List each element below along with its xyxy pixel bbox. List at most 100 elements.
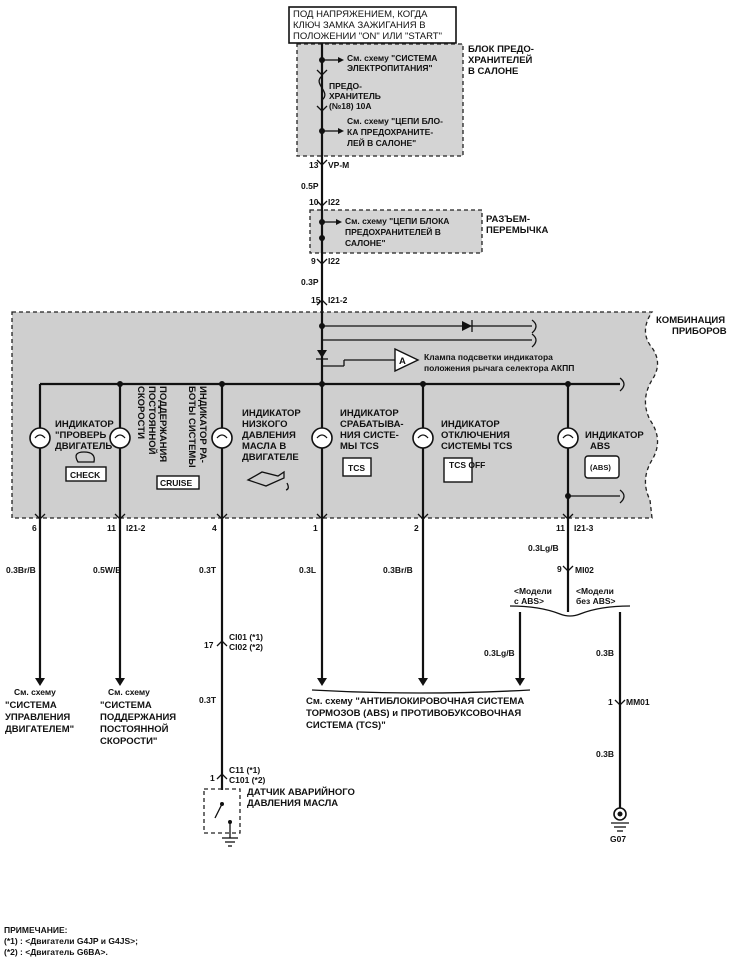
cruise-label-4: ИНДИКАТОР РА- — [197, 386, 208, 463]
ref-cruise-4: ПОСТОЯННОЙ — [100, 723, 169, 735]
cruise-badge: CRUISE — [160, 478, 192, 488]
out-wire-5: 0.3Br/B — [383, 565, 413, 575]
out-pin-2: 11 — [107, 523, 116, 533]
wire-03p-label: 0.3P — [301, 277, 319, 287]
check-badge: CHECK — [70, 470, 101, 480]
sensor-conn1-2: CI02 (*2) — [229, 642, 263, 652]
ref-engine-2: "СИСТЕМА — [5, 700, 57, 711]
tcs-badge-box — [342, 457, 372, 477]
sensor-conn2-pin: 1 — [210, 773, 215, 783]
cluster-label-1: КОМБИНАЦИЯ — [656, 315, 725, 326]
out-wire-1: 0.3Br/B — [6, 565, 36, 575]
fuse-line-2: ХРАНИТЕЛЬ — [329, 91, 381, 101]
lamp-icon — [311, 427, 333, 449]
a-badge-icon — [394, 347, 420, 373]
instrument-cluster: КОМБИНАЦИЯ ПРИБОРОВ A Клампа подсветки и… — [11, 311, 727, 519]
abs-wire-with: 0.3Lg/B — [484, 648, 515, 658]
lamp-icon — [29, 427, 51, 449]
abs-branch: 9 MI02 <Модели с ABS> <Модели без ABS> 0… — [484, 564, 650, 844]
ref-power-line-1: См. схему "СИСТЕМА — [347, 53, 437, 63]
ref-fuse-circuit-line-1: См. схему "ЦЕПИ БЛО- — [347, 116, 443, 126]
lamp-icon — [557, 427, 579, 449]
mm01-pin: 1 — [608, 697, 613, 707]
abs-label-2: ABS — [590, 441, 610, 452]
jumper-ref-3: САЛОНЕ" — [345, 238, 386, 248]
fuse-block-label-2: ХРАНИТЕЛЕЙ — [468, 54, 533, 66]
indicator-oil-pressure: ИНДИКАТОР НИЗКОГО ДАВЛЕНИЯ МАСЛА В ДВИГА… — [211, 384, 301, 516]
cluster-pin-in: 15 — [311, 295, 321, 305]
tcs-off-label-2: ОТКЛЮЧЕНИЯ — [441, 430, 510, 441]
ground-label: G07 — [610, 834, 626, 844]
out-pin-4: 1 — [313, 523, 318, 533]
oil-can-icon — [246, 470, 285, 487]
power-box-line-3: ПОЛОЖЕНИИ "ON" ИЛИ "START" — [293, 31, 442, 42]
cruise-label-2: ПОСТОЯННОЙ — [146, 386, 158, 455]
abs-badge-box — [584, 455, 620, 479]
abs-label-1: ИНДИКАТОР — [585, 430, 644, 441]
a-note-2: положения рычага селектора АКПП — [424, 363, 574, 373]
out-connector-2: I21-2 — [126, 523, 146, 533]
ref-engine-3: УПРАВЛЕНИЯ — [5, 712, 70, 723]
lamp-icon — [109, 427, 131, 449]
without-abs-1: <Модели — [576, 586, 614, 596]
tcs-off-badge-box — [443, 457, 473, 483]
jumper-pin-in: 10 — [309, 197, 319, 207]
tcs-label-1: ИНДИКАТОР — [340, 408, 399, 419]
cruise-label-1: СКОРОСТИ — [135, 386, 146, 439]
engine-icon — [75, 451, 95, 463]
jumper-pin-out: 9 — [311, 256, 316, 266]
tcs-label-4: МЫ TCS — [340, 441, 379, 452]
fuse-block-label-1: БЛОК ПРЕДО- — [468, 44, 534, 55]
tcs-label-3: НИЯ СИСТЕ- — [340, 430, 399, 441]
indicator-abs: ИНДИКАТОР ABS (ABS) — [557, 384, 644, 516]
footnote: ПРИМЕЧАНИЕ: (*1) : <Двигатели G4JP и G4J… — [4, 925, 138, 957]
tcs-label-2: СРАБАТЫВА- — [340, 419, 404, 430]
tcs-off-badge: TCS OFF — [449, 460, 485, 470]
ref-fuse-circuit-line-2: КА ПРЕДОХРАНИТЕ- — [347, 127, 433, 137]
sensor-label-2: ДАВЛЕНИЯ МАСЛА — [247, 798, 338, 809]
out-wire-2: 0.5W/B — [93, 565, 121, 575]
check-label-2: "ПРОВЕРЬ — [55, 430, 106, 441]
indicator-tcs-off: ИНДИКАТОР ОТКЛЮЧЕНИЯ СИСТЕМЫ TCS TCS OFF — [412, 384, 512, 516]
with-abs-1: <Модели — [514, 586, 552, 596]
sensor-conn2-2: C101 (*2) — [229, 775, 266, 785]
cluster-output-pins: 6 0.3Br/B 11 I21-2 0.5W/B 4 0.3T 1 0.3L … — [6, 513, 594, 790]
tcs-off-label-1: ИНДИКАТОР — [441, 419, 500, 430]
fuse-icon — [318, 75, 326, 101]
sensor-conn1-1: CI01 (*1) — [229, 632, 263, 642]
ref-engine-1: См. схему — [14, 687, 56, 697]
abs-wire-after-mm: 0.3B — [596, 749, 614, 759]
cruise-label-5: БОТЫ СИСТЕМЫ — [186, 386, 197, 468]
fuse-block-label-3: В САЛОНЕ — [468, 66, 518, 77]
sensor-conn2-1: C11 (*1) — [229, 765, 260, 775]
jumper-label-2: ПЕРЕМЫЧКА — [486, 225, 549, 236]
jumper-ref-2: ПРЕДОХРАНИТЕЛЕЙ В — [345, 226, 441, 237]
fuse-line-1: ПРЕДО- — [329, 81, 362, 91]
note-line-1: (*1) : <Двигатели G4JP и G4JS>; — [4, 936, 138, 946]
wire-05p-label: 0.5P — [301, 181, 319, 191]
jumper-label-1: РАЗЪЕМ- — [486, 214, 530, 225]
lamp-icon — [211, 427, 233, 449]
oil-label-5: ДВИГАТЕЛЕ — [242, 452, 299, 463]
diode-icon — [317, 350, 327, 358]
fuse-pin: 13 — [309, 160, 319, 170]
ref-cruise-3: ПОДДЕРЖАНИЯ — [100, 712, 176, 723]
fuse-line-3: (№18) 10А — [329, 101, 372, 111]
a-note-1: Клампа подсветки индикатора — [424, 352, 553, 362]
abs-badge: (ABS) — [590, 463, 611, 472]
sensor-conn1-pin: 17 — [204, 640, 214, 650]
out-connector-6: I21-3 — [574, 523, 594, 533]
out-wire-6: 0.3Lg/B — [528, 543, 559, 553]
a-badge: A — [399, 356, 406, 367]
sensor-label-1: ДАТЧИК АВАРИЙНОГО — [247, 786, 355, 798]
power-box-line-1: ПОД НАПРЯЖЕНИЕМ, КОГДА — [293, 9, 428, 20]
oil-pressure-sensor: 17 CI01 (*1) CI02 (*2) 0.3T 1 C11 (*1) C… — [199, 632, 355, 847]
diode-icon — [462, 321, 472, 331]
power-source-box: ПОД НАПРЯЖЕНИЕМ, КОГДА КЛЮЧ ЗАМКА ЗАЖИГА… — [288, 6, 457, 44]
power-box-line-2: КЛЮЧ ЗАМКА ЗАЖИГАНИЯ В — [293, 20, 426, 31]
switch-icon — [214, 803, 223, 819]
ref-engine-4: ДВИГАТЕЛЕМ" — [5, 724, 74, 735]
fuse-block: См. схему "СИСТЕМА ЭЛЕКТРОПИТАНИЯ" ПРЕДО… — [296, 43, 534, 157]
jumper-connector-out: I22 — [328, 256, 340, 266]
